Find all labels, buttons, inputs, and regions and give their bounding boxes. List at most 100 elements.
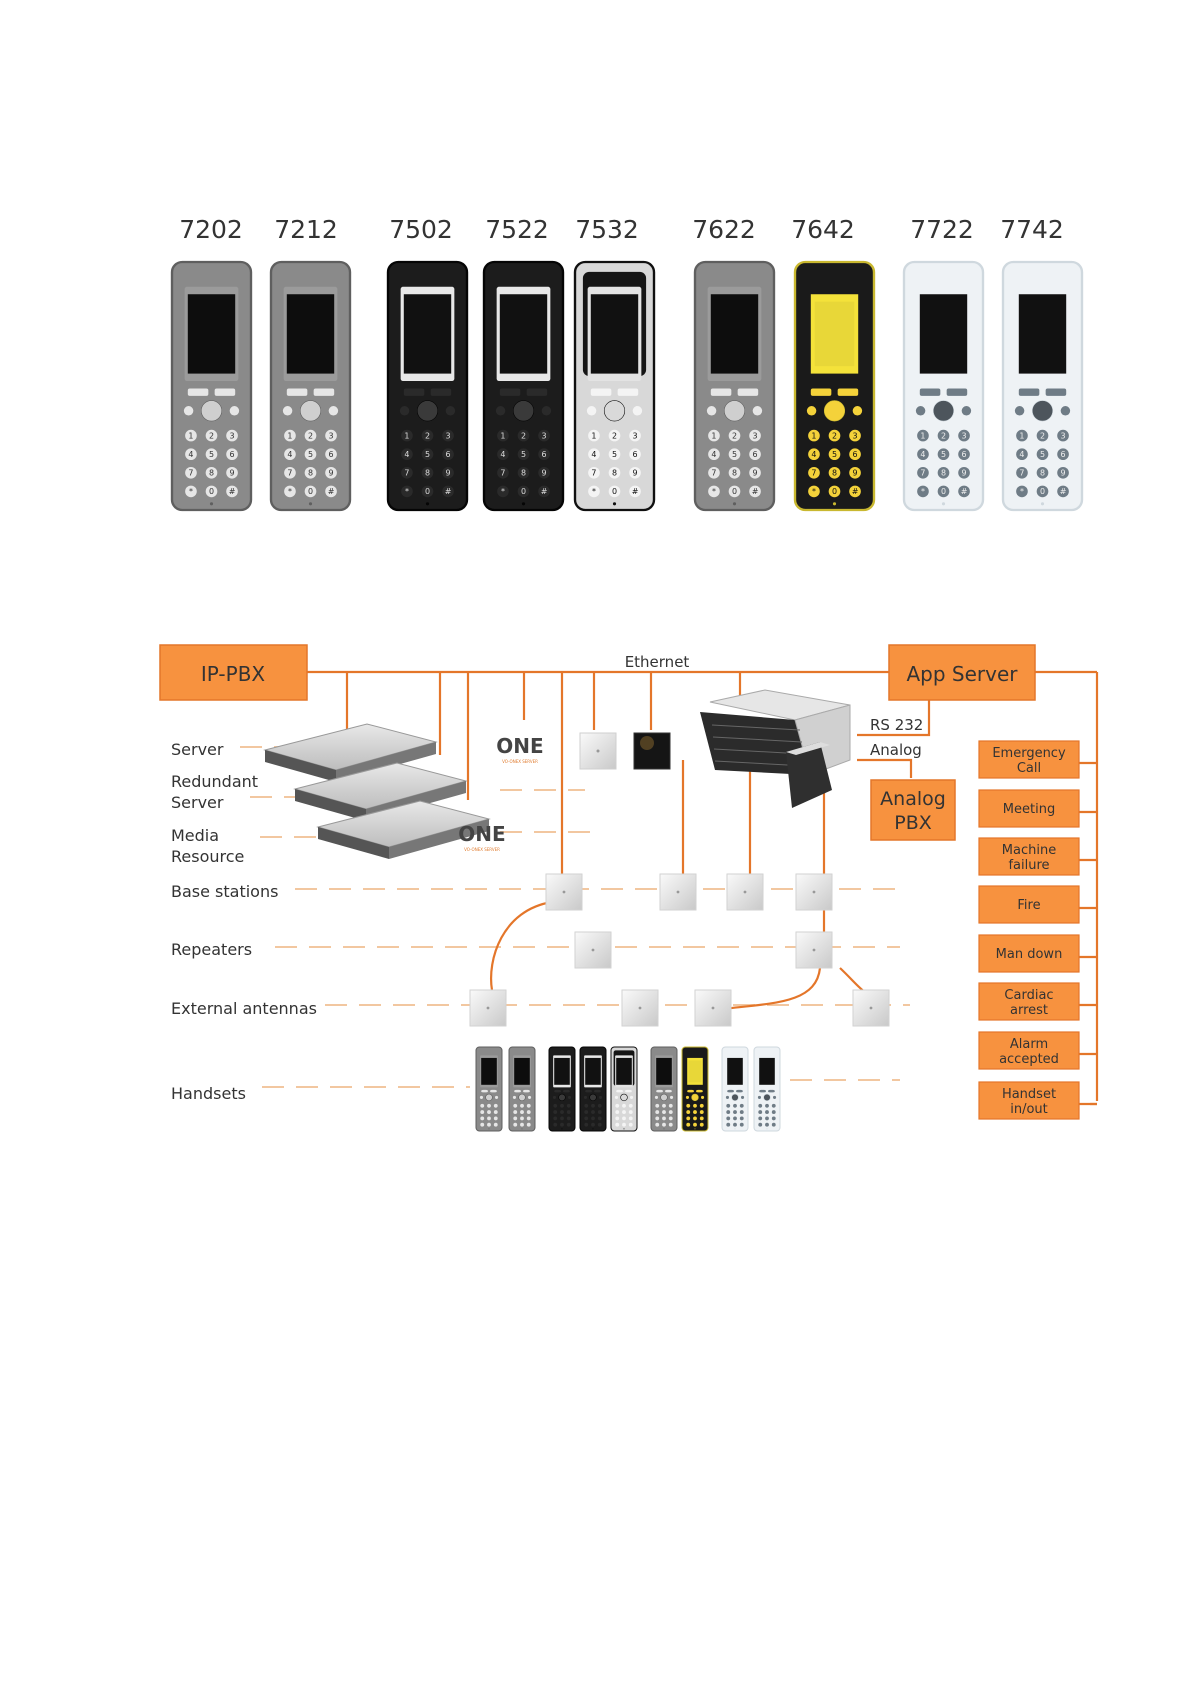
keypad-key: [655, 1122, 660, 1127]
soft-key-left: [727, 1089, 734, 1093]
keypad-key: [615, 1110, 620, 1115]
navigation-disc: [589, 1093, 597, 1102]
keypad-key-label: 2: [832, 431, 837, 440]
keypad-key: [487, 1122, 491, 1127]
keypad-key-label: 7: [811, 469, 816, 478]
event-label-line2: Call: [1017, 761, 1041, 776]
keypad-key-label: 3: [1061, 431, 1066, 440]
keypad-key-label: *: [921, 487, 925, 496]
call-key: [1014, 406, 1025, 416]
keypad-key: [668, 1116, 673, 1121]
keypad-key-label: 9: [446, 469, 451, 478]
keypad-key-label: 7: [287, 469, 292, 478]
one-logo-lower: ONE VO-ONEX SERVER: [458, 822, 505, 852]
keypad-key: [401, 466, 413, 479]
keypad-key: [325, 485, 337, 498]
keypad-key: [421, 429, 434, 442]
keypad-key: [615, 1103, 620, 1108]
keypad-key-label: 1: [500, 431, 505, 440]
server-stack: [263, 723, 491, 859]
keypad-key: [284, 466, 296, 479]
keypad-key: [917, 466, 929, 479]
keypad-key: [655, 1103, 660, 1108]
keypad-key: [487, 1110, 491, 1115]
ethernet-label: Ethernet: [625, 653, 690, 671]
keypad-key-label: #: [752, 487, 759, 496]
handsets-row: [475, 1046, 781, 1132]
keypad-key-label: #: [229, 487, 236, 496]
keypad-key-label: 7: [500, 469, 505, 478]
keypad-key: [958, 448, 970, 461]
keypad-key: [771, 1103, 776, 1108]
keypad-key: [442, 429, 454, 442]
microphone-hole: [425, 502, 430, 506]
keypad-key-label: #: [852, 487, 859, 496]
keypad-key: [733, 1116, 737, 1121]
small-handset: [475, 1046, 503, 1132]
tier-label-external-antennas: External antennas: [171, 999, 317, 1018]
event-label: Fire: [1017, 898, 1040, 913]
keypad-key: [597, 1116, 602, 1121]
keypad-key-label: 3: [230, 431, 235, 440]
keypad-key-label: 1: [811, 431, 816, 440]
keypad-key: [284, 448, 296, 461]
event-boxes: EmergencyCallMeetingMachinefailureFireMa…: [978, 740, 1080, 1120]
keypad-key: [765, 1116, 769, 1121]
external-antenna-led: [638, 1006, 642, 1010]
keypad-key-label: *: [288, 487, 292, 496]
keypad-key: [628, 1103, 633, 1108]
keypad-key: [185, 485, 197, 498]
soft-key-left: [585, 1089, 592, 1093]
event-label-line2: in/out: [1010, 1102, 1048, 1117]
repeater-led: [591, 948, 595, 952]
navigation-disc: [512, 400, 535, 422]
keypad-key: [628, 1122, 633, 1127]
keypad-key: [226, 429, 238, 442]
keypad-key: [628, 1116, 633, 1121]
keypad-key: [584, 1110, 589, 1115]
keypad-key: [686, 1116, 691, 1121]
keypad-key: [733, 1103, 737, 1108]
keypad-key-label: *: [189, 487, 193, 496]
keypad-key: [226, 448, 238, 461]
keypad-key-label: 5: [612, 450, 617, 459]
keypad-key-label: 2: [732, 431, 737, 440]
keypad-key: [758, 1122, 763, 1127]
base-stations-group: [469, 873, 890, 1027]
keypad-key-label: 8: [521, 469, 526, 478]
base-station-led: [676, 890, 680, 894]
keypad-key: [493, 1110, 498, 1115]
keypad-key: [629, 448, 641, 461]
event-label-line1: Emergency: [992, 746, 1066, 761]
keypad-key: [1016, 485, 1028, 498]
keypad-key: [739, 1103, 744, 1108]
keypad-key: [584, 1116, 589, 1121]
event-label-line2: accepted: [999, 1052, 1059, 1067]
keypad-key: [662, 1103, 666, 1108]
keypad-key: [442, 448, 454, 461]
call-key: [725, 1095, 730, 1099]
keypad-key: [726, 1122, 731, 1127]
base-station-led: [562, 890, 566, 894]
keypad-key-label: 3: [853, 431, 858, 440]
keypad-key: [517, 485, 530, 498]
end-key: [752, 406, 763, 416]
event-label: Man down: [996, 947, 1063, 962]
event-label-line1: Handset: [1002, 1087, 1056, 1102]
keypad-key-label: 7: [920, 469, 925, 478]
keypad-key: [958, 466, 970, 479]
keypad-key: [608, 448, 621, 461]
keypad-key: [421, 485, 434, 498]
keypad-key: [205, 429, 218, 442]
keypad-key: [749, 485, 761, 498]
keypad-key: [629, 485, 641, 498]
call-key: [614, 1095, 619, 1099]
soft-key-left: [759, 1089, 766, 1093]
keypad-key-label: 0: [425, 487, 430, 496]
keypad-key-label: 8: [732, 469, 737, 478]
keypad-key: [205, 448, 218, 461]
keypad-key: [749, 448, 761, 461]
external-antenna-led: [711, 1006, 715, 1010]
end-key: [852, 406, 863, 416]
